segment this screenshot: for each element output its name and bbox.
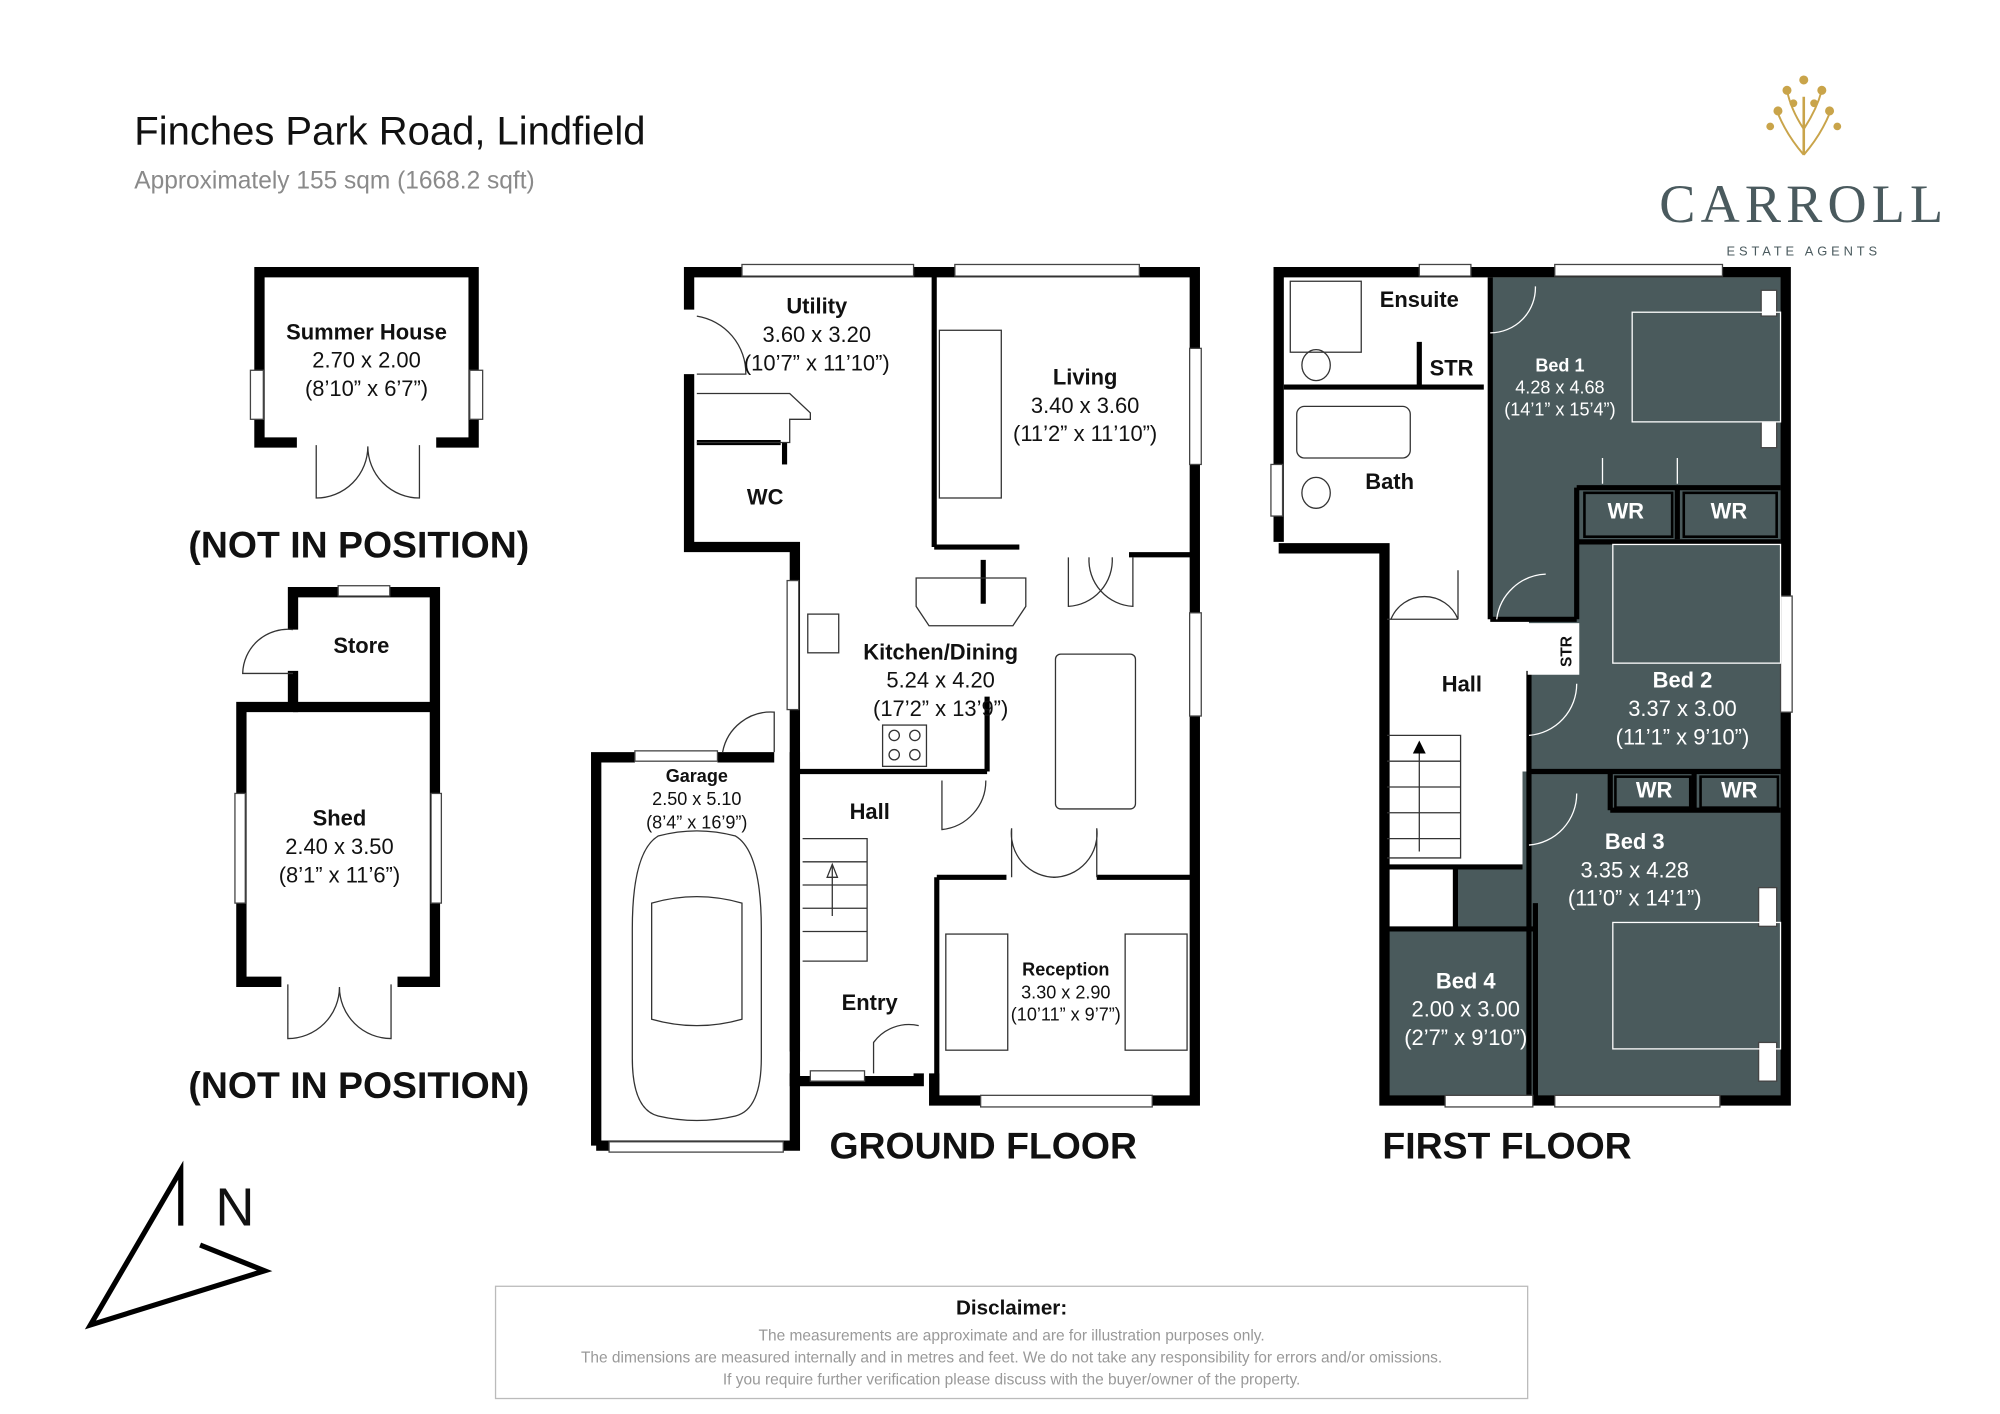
store-shed: Store Shed 2.40 x 3.50 (8’1” x 11’6”) <box>234 585 443 1040</box>
kitchen-metric: 5.24 x 4.20 <box>886 668 994 693</box>
kitchen-imperial: (17’2” x 13’9”) <box>873 696 1008 721</box>
kitchen-name: Kitchen/Dining <box>863 639 1018 664</box>
not-in-position-note: (NOT IN POSITION) <box>188 523 529 565</box>
living-imperial: (11’2” x 11’10”) <box>1013 421 1157 446</box>
shed-metric: 2.40 x 3.50 <box>285 834 393 859</box>
wr-label: WR <box>1636 777 1673 802</box>
shed-name: Shed <box>313 806 367 831</box>
logo-name: CARROLL <box>1659 174 1948 234</box>
bed2-name: Bed 2 <box>1653 668 1713 693</box>
utility-imperial: (10’7” x 11’10”) <box>744 350 890 375</box>
ground-floor-label: GROUND FLOOR <box>829 1125 1137 1167</box>
reception-imperial: (10’11” x 9’7”) <box>1011 1005 1121 1025</box>
reception-metric: 3.30 x 2.90 <box>1021 983 1110 1003</box>
str-label: STR <box>1559 636 1576 667</box>
utility-name: Utility <box>786 294 848 319</box>
bed2-metric: 3.37 x 3.00 <box>1628 696 1736 721</box>
bed4-imperial: (2’7” x 9’10”) <box>1404 1025 1527 1050</box>
ff-hall-name: Hall <box>1442 672 1482 697</box>
disclaimer-line: If you require further verification plea… <box>723 1371 1301 1388</box>
bed3-imperial: (11’0” x 14’1”) <box>1568 886 1702 911</box>
bed1-metric: 4.28 x 4.68 <box>1515 377 1604 397</box>
summer-house-imperial: (8’10” x 6’7”) <box>305 376 428 401</box>
disclaimer-line: The measurements are approximate and are… <box>759 1327 1265 1344</box>
ground-floor-plan: Utility 3.60 x 3.20 (10’7” x 11’10”) Liv… <box>591 263 1202 1153</box>
bed4-metric: 2.00 x 3.00 <box>1412 997 1520 1022</box>
bed1-name: Bed 1 <box>1535 356 1584 376</box>
garage-imperial: (8’4” x 16’9”) <box>646 812 747 832</box>
garage-name: Garage <box>666 766 728 786</box>
garage-metric: 2.50 x 5.10 <box>652 789 741 809</box>
wr-label: WR <box>1711 499 1748 524</box>
page-title: Finches Park Road, Lindfield <box>134 109 645 153</box>
living-metric: 3.40 x 3.60 <box>1031 393 1139 418</box>
living-name: Living <box>1053 364 1118 389</box>
first-floor-plan: Ensuite STR Bed 1 4.28 x 4.68 (14’1” x 1… <box>1270 263 1793 1108</box>
north-arrow-icon <box>84 1160 273 1330</box>
wc-name: WC <box>747 484 784 509</box>
bed2-imperial: (11’1” x 9’10”) <box>1616 724 1750 749</box>
gf-hall-name: Hall <box>850 799 890 824</box>
reception-name: Reception <box>1022 959 1109 979</box>
summer-house-name: Summer House <box>286 319 447 344</box>
wr-label: WR <box>1404 884 1441 909</box>
ensuite-name: Ensuite <box>1380 287 1459 312</box>
shed-imperial: (8’1” x 11’6”) <box>279 862 400 887</box>
first-floor-label: FIRST FLOOR <box>1382 1125 1631 1167</box>
bed1-imperial: (14’1” x 15’4”) <box>1504 399 1615 419</box>
logo-tagline: ESTATE AGENTS <box>1727 243 1881 258</box>
summer-house: Summer House 2.70 x 2.00 (8’10” x 6’7”) <box>249 267 484 499</box>
store-name: Store <box>333 633 389 658</box>
bed3-name: Bed 3 <box>1605 829 1665 854</box>
disclaimer-title: Disclaimer: <box>956 1297 1067 1320</box>
area-subtitle: Approximately 155 sqm (1668.2 sqft) <box>134 167 534 194</box>
not-in-position-note: (NOT IN POSITION) <box>188 1064 529 1106</box>
summer-house-metric: 2.70 x 2.00 <box>312 348 420 373</box>
disclaimer-box: Disclaimer: The measurements are approxi… <box>494 1285 1529 1400</box>
north-label: N <box>215 1178 254 1238</box>
tree-icon <box>1766 75 1842 156</box>
utility-metric: 3.60 x 3.20 <box>763 322 871 347</box>
bath-name: Bath <box>1365 469 1414 494</box>
entry-name: Entry <box>842 990 899 1015</box>
bed4-name: Bed 4 <box>1436 968 1497 993</box>
disclaimer-line: The dimensions are measured internally a… <box>581 1349 1442 1366</box>
wr-label: WR <box>1607 499 1644 524</box>
bed3-metric: 3.35 x 4.28 <box>1581 857 1689 882</box>
str-label: STR <box>1430 355 1474 380</box>
wr-label: WR <box>1721 777 1758 802</box>
